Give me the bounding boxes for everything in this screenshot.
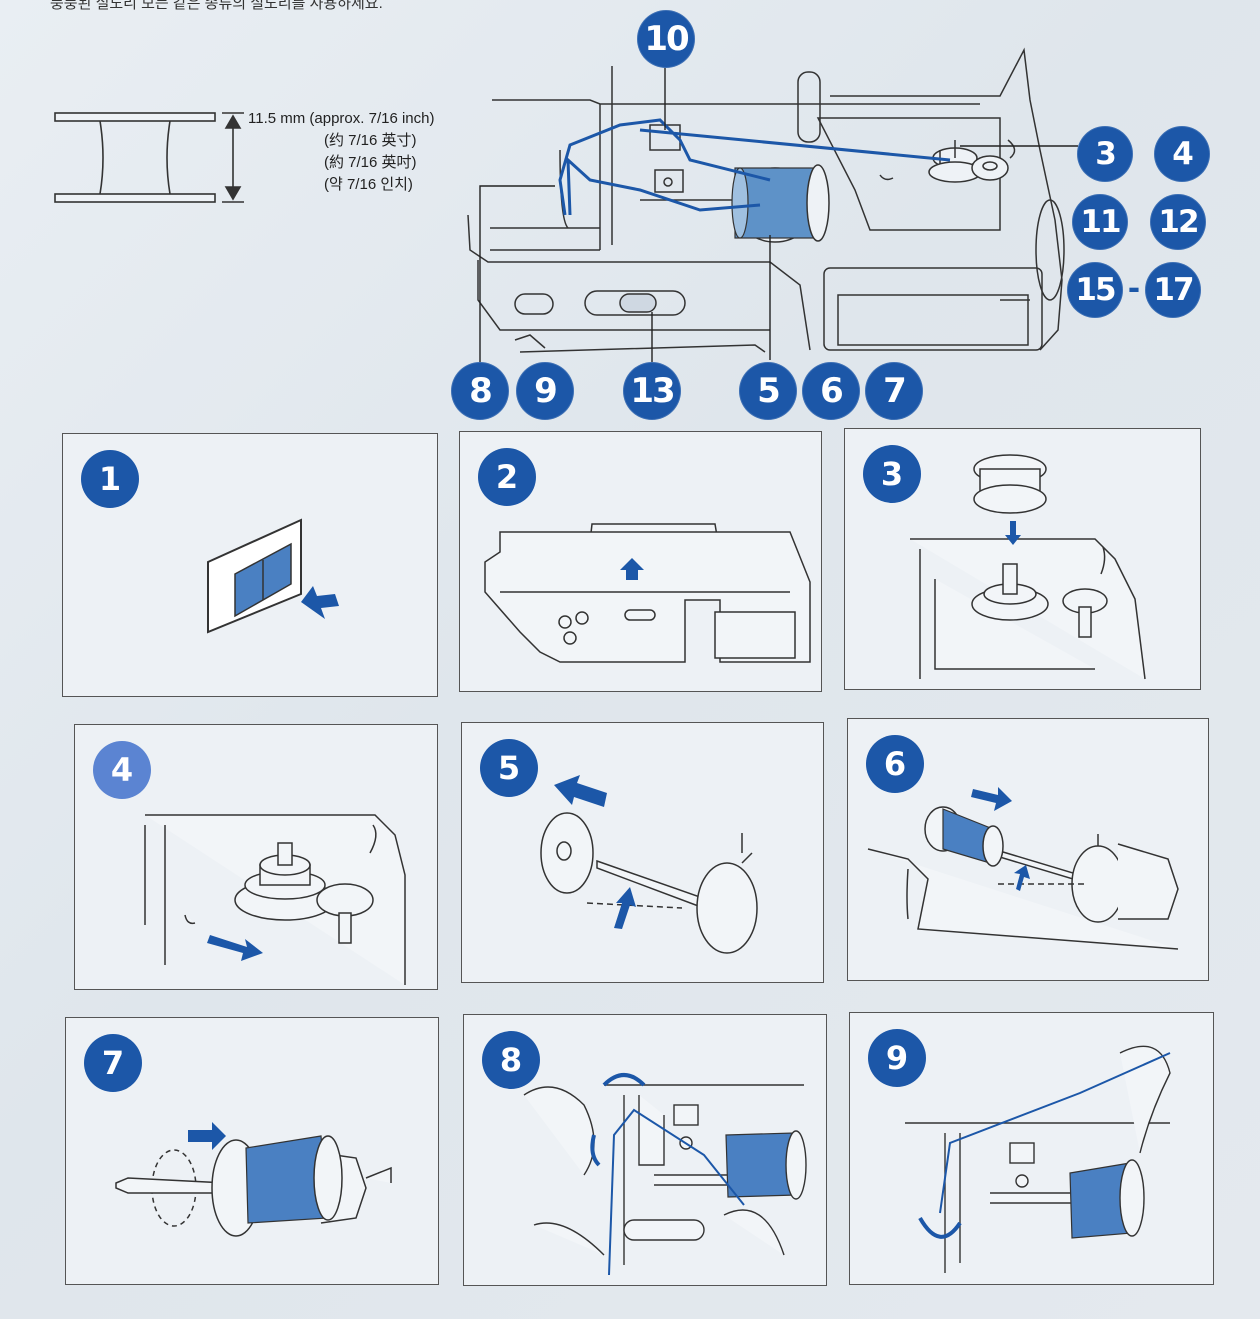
callout-9: 9 xyxy=(516,362,574,420)
step-number-5: 5 xyxy=(480,739,538,797)
dimension-mm: 11.5 mm (approx. 7/16 inch) xyxy=(248,110,435,127)
callout-12: 12 xyxy=(1150,194,1206,250)
step-number-8: 8 xyxy=(482,1031,540,1089)
callout-3: 3 xyxy=(1077,126,1133,182)
thread-spool-icon xyxy=(731,164,830,243)
callout-5: 5 xyxy=(739,362,797,420)
callout-4: 4 xyxy=(1154,126,1210,182)
blue-spool xyxy=(924,806,1004,867)
bobbin-dimension-label: 11.5 mm (approx. 7/16 inch) (约 7/16 英寸) … xyxy=(248,108,434,196)
step-panel-3: 3 xyxy=(844,428,1201,690)
step-number-9: 9 xyxy=(868,1029,926,1087)
sewing-machine-icon xyxy=(484,523,811,663)
step-panel-5: 5 xyxy=(461,722,824,983)
step-panel-8: 8 xyxy=(463,1014,827,1286)
dimension-ko: (약 7/16 인치) xyxy=(324,176,413,193)
step-number-4: 4 xyxy=(93,741,151,799)
callout-17: 17 xyxy=(1145,262,1201,318)
machine-top-illustration-icon xyxy=(467,47,1065,353)
step-panel-6: 6 xyxy=(847,718,1209,981)
dimension-zh-cn: (约 7/16 英寸) xyxy=(324,132,417,149)
step-panel-4: 4 xyxy=(74,724,438,990)
top-instruction-text: 풍풍된 실도리 모는 같은 종류의 실도리를 사용하세요. xyxy=(50,0,383,12)
step-number-3: 3 xyxy=(863,445,921,503)
step-panel-9: 9 xyxy=(849,1012,1214,1285)
callout-15: 15 xyxy=(1067,262,1123,318)
callout-7: 7 xyxy=(865,362,923,420)
bobbin-side-view-icon xyxy=(54,112,244,203)
bobbin-on-shaft-icon xyxy=(910,454,1146,680)
callout-11: 11 xyxy=(1072,194,1128,250)
callout-6: 6 xyxy=(802,362,860,420)
step-number-6: 6 xyxy=(866,735,924,793)
callout-range-dash: - xyxy=(1128,266,1140,307)
step-number-2: 2 xyxy=(478,448,536,506)
callout-10: 10 xyxy=(637,10,695,68)
overview-diagram xyxy=(54,47,1078,365)
step-panel-2: 2 xyxy=(459,431,822,692)
spool-pin-raise-icon xyxy=(540,775,758,954)
callout-8: 8 xyxy=(451,362,509,420)
thread-guide-icon xyxy=(523,1073,807,1276)
callout-13: 13 xyxy=(623,362,681,420)
dimension-zh-tw: (約 7/16 英吋) xyxy=(324,154,417,171)
pretension-disk-icon xyxy=(905,1045,1171,1273)
power-switch-icon xyxy=(207,518,339,634)
thread-spool-place-icon xyxy=(867,787,1179,950)
thread-path-line xyxy=(558,118,951,216)
bobbin-winder-push-icon xyxy=(144,814,406,985)
step-panel-1: 1 xyxy=(62,433,438,697)
spool-cap-icon xyxy=(115,1122,392,1237)
step-panel-7: 7 xyxy=(65,1017,439,1285)
step-number-7: 7 xyxy=(84,1034,142,1092)
step-number-1: 1 xyxy=(81,450,139,508)
